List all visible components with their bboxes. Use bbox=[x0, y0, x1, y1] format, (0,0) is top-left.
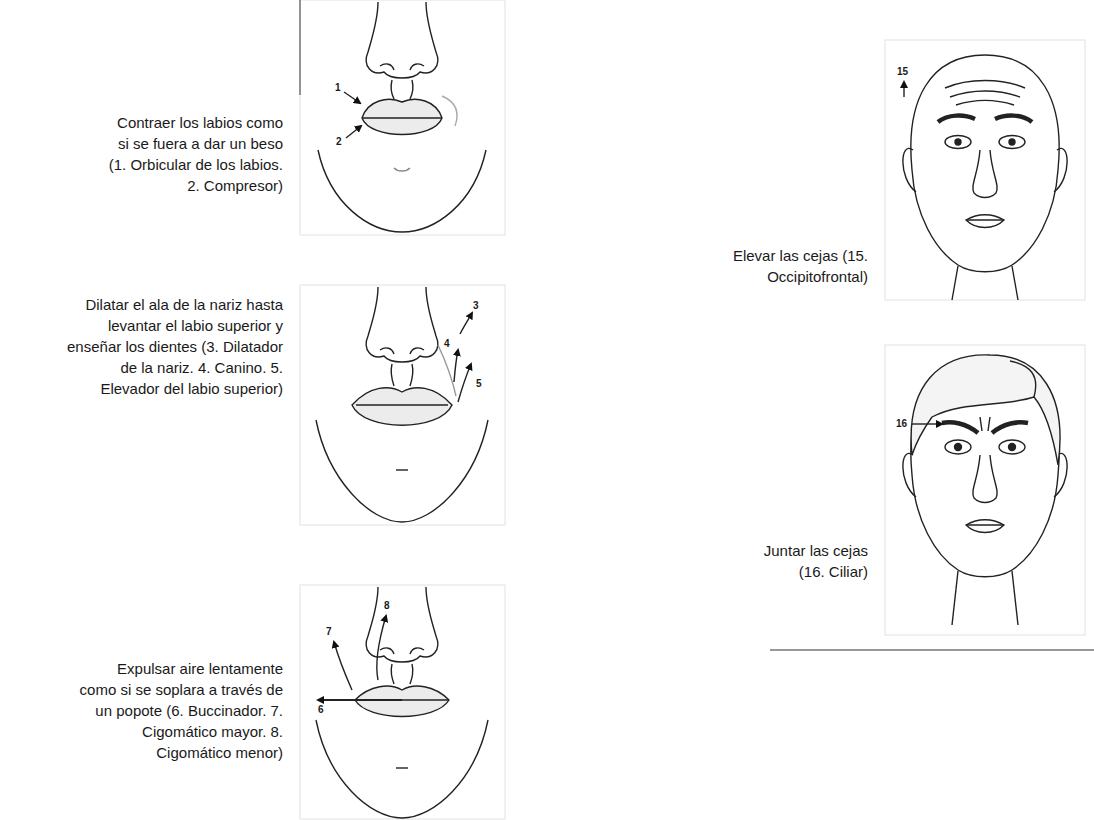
exercise-caption: Elevar las cejas (15. Occipitofrontal) bbox=[716, 245, 868, 287]
callout-number: 2 bbox=[336, 136, 342, 148]
exercise-caption: Contraer los labios como si se fuera a d… bbox=[103, 112, 283, 196]
callout-number: 8 bbox=[384, 600, 390, 612]
callout-number: 7 bbox=[326, 626, 332, 638]
exercise-caption: Juntar las cejas (16. Ciliar) bbox=[740, 540, 868, 582]
callout-number: 5 bbox=[476, 378, 482, 390]
callout-number: 16 bbox=[896, 418, 907, 430]
callout-number: 15 bbox=[897, 66, 908, 78]
exercise-caption: Dilatar el ala de la nariz hasta levanta… bbox=[61, 294, 283, 399]
callout-number: 1 bbox=[335, 82, 341, 94]
callout-number: 6 bbox=[318, 704, 324, 716]
callout-number: 4 bbox=[444, 338, 450, 350]
exercise-caption: Expulsar aire lentamente como si se sopl… bbox=[78, 658, 283, 763]
callout-number: 3 bbox=[473, 300, 479, 312]
